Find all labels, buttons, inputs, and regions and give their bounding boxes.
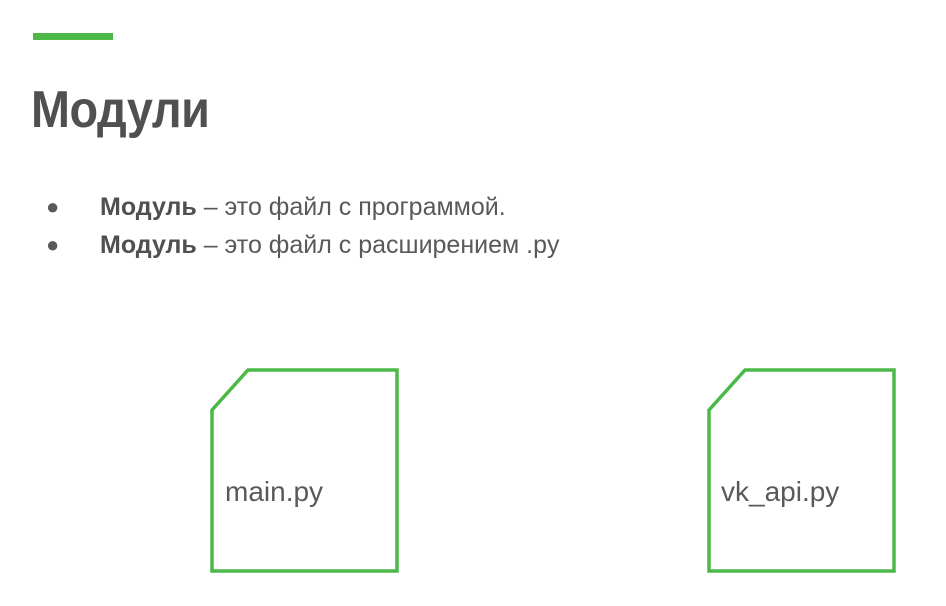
bullet-marker: ● bbox=[46, 194, 60, 219]
file-icon bbox=[210, 368, 399, 573]
file-vk-api-py: vk_api.py bbox=[707, 368, 897, 576]
file-main-py: main.py bbox=[210, 368, 400, 576]
bullet-term: Модуль bbox=[100, 230, 197, 259]
bullet-item: ● Модуль – это файл с программой. bbox=[40, 188, 560, 226]
file-name: vk_api.py bbox=[721, 476, 840, 507]
file-icon bbox=[707, 368, 896, 573]
bullet-list: ● Модуль – это файл с программой. ● Моду… bbox=[40, 188, 560, 264]
file-name: main.py bbox=[225, 476, 324, 507]
accent-bar bbox=[33, 33, 113, 40]
bullet-term: Модуль bbox=[100, 192, 197, 221]
bullet-text: – это файл с расширением .py bbox=[196, 230, 560, 259]
bullet-item: ● Модуль – это файл с расширением .py bbox=[40, 226, 560, 264]
bullet-marker: ● bbox=[46, 232, 60, 257]
slide-title: Модули bbox=[31, 81, 210, 139]
bullet-text: – это файл с программой. bbox=[196, 192, 506, 221]
